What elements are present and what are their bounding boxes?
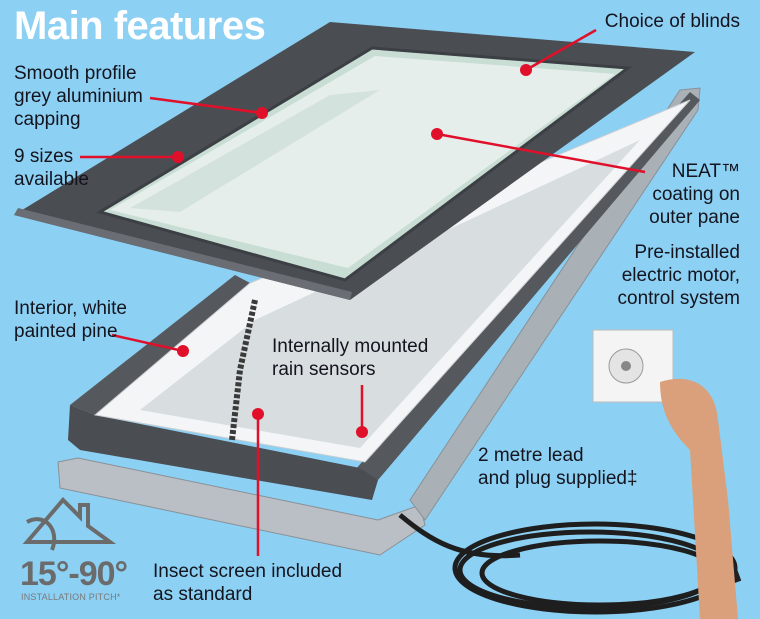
power-cable [398, 513, 738, 615]
callout-dots [172, 64, 532, 438]
pitch-range: 15°-90° [20, 555, 128, 593]
label-choice-of-blinds: Choice of blinds [604, 11, 740, 32]
window-sash [14, 22, 695, 300]
window-frame [68, 92, 700, 500]
pitch-label: INSTALLATION PITCH* [21, 592, 121, 602]
hand [660, 378, 738, 619]
page-title: Main features [14, 4, 266, 48]
roof-pitch-icon [22, 497, 117, 551]
callout-lines [80, 28, 646, 556]
